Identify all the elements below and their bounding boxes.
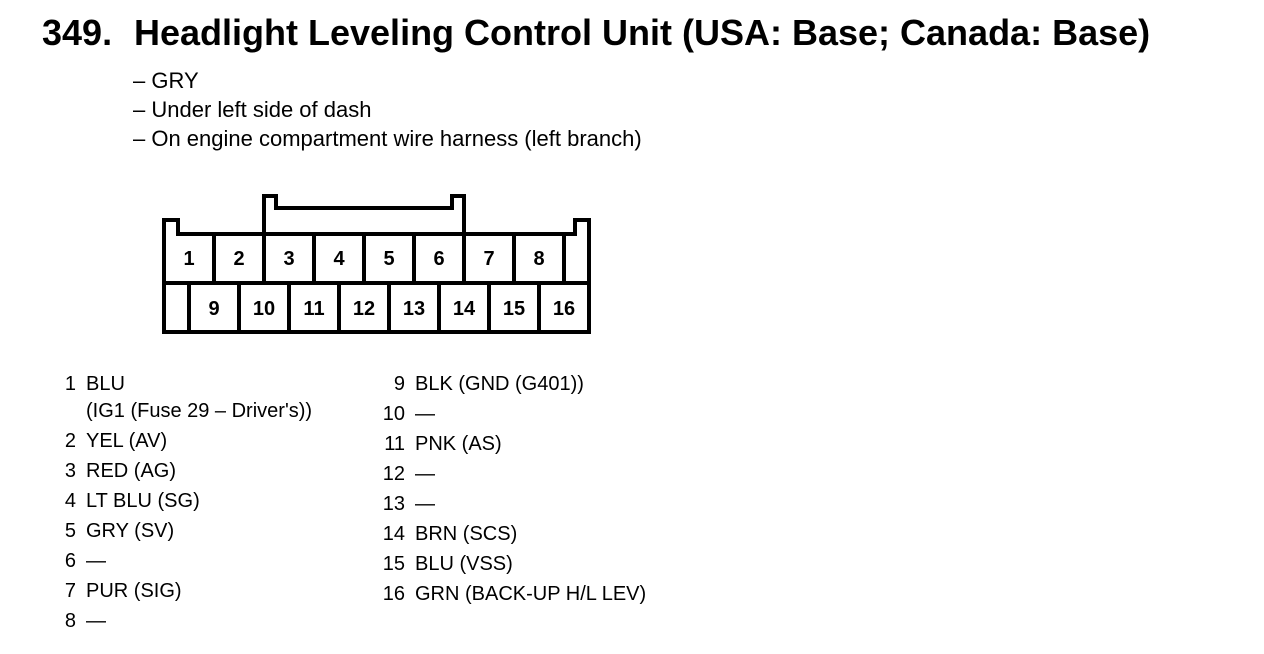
pin-label: 3: [283, 248, 294, 270]
pin-description: GRY (SV): [86, 520, 175, 542]
pin-description: PUR (SIG): [86, 580, 182, 602]
pin-number: 11: [384, 433, 405, 455]
pin-label: 13: [403, 298, 425, 320]
pin-label: 8: [533, 248, 544, 270]
pin-label: 10: [253, 298, 275, 320]
pin-number: 1: [64, 373, 76, 395]
pin-label: 12: [353, 298, 375, 320]
pin-number: 10: [382, 403, 405, 425]
pin-row: 1 BLU (IG1 (Fuse 29 – Driver's)): [65, 369, 312, 426]
pin-label: 16: [553, 298, 575, 320]
pin-label: 11: [303, 298, 324, 320]
pin-description: —: [86, 550, 106, 572]
pin-label: 7: [483, 248, 494, 270]
page-title: 349. Headlight Leveling Control Unit (USA…: [42, 12, 1150, 54]
pin-number: 12: [382, 463, 405, 485]
pin-label: 9: [208, 298, 219, 320]
pin-row: 15 BLU (VSS): [383, 549, 646, 579]
pin-row: 6—: [65, 546, 200, 576]
pin-row: 11 PNK (AS): [384, 429, 646, 459]
pin-row: 14 BRN (SCS): [383, 519, 646, 549]
pin-row: 4 LT BLU (SG): [65, 486, 200, 516]
pin-description: BLK (GND (G401)): [415, 373, 584, 395]
pin-description: RED (AG): [86, 460, 176, 482]
pin-number: 14: [382, 523, 405, 545]
pin-row: 7 PUR (SIG): [65, 576, 200, 606]
pin-description: —: [415, 403, 435, 425]
pin-description: GRN (BACK-UP H/L LEV): [415, 583, 647, 605]
pin-label: 15: [503, 298, 525, 320]
item-number: 349.: [42, 12, 113, 53]
pin-list-left: 1 BLU (IG1 (Fuse 29 – Driver's)) 2 YEL (AV) 3…: [65, 369, 312, 636]
pin-description: —: [415, 493, 435, 515]
pin-description: BLU (VSS): [415, 553, 513, 575]
pin-number: 6: [64, 550, 76, 572]
info-harness: – On engine compartment wire harness (le…: [133, 126, 642, 151]
connector-info: – GRY – Under left side of dash – On eng…: [133, 66, 642, 153]
pin-number: 9: [393, 373, 405, 395]
pin-number: 15: [382, 553, 405, 575]
pin-row: 5 GRY (SV): [65, 516, 200, 546]
pin-row: 9 BLK (GND (G401)): [394, 369, 646, 399]
pin-list-right: 9 BLK (GND (G401)) 10 — 11 PNK (AS) 12 — 13 — 14 BR…: [383, 369, 647, 609]
pin-label: 14: [453, 298, 476, 320]
pin-description: PNK (AS): [415, 433, 502, 455]
pin-number: 2: [64, 430, 76, 452]
pin-number: 16: [382, 583, 405, 605]
pin-label: 2: [233, 248, 244, 270]
pin-row: 10 —: [383, 399, 646, 429]
pin-description: BRN (SCS): [415, 523, 518, 545]
pin-number: 3: [64, 460, 76, 482]
info-location: – Under left side of dash: [133, 97, 372, 122]
locking-tab: [262, 194, 466, 234]
pin-row: 8—: [65, 606, 200, 636]
pin-description: BLU: [86, 373, 125, 395]
info-color: – GRY: [133, 68, 199, 93]
pin-row: 16 GRN (BACK-UP H/L LEV): [383, 579, 647, 609]
pin-label: 6: [433, 248, 444, 270]
pin-description: —: [86, 610, 106, 632]
title-text: Headlight Leveling Control Unit (USA: Ba…: [134, 12, 1151, 53]
pin-description: —: [415, 463, 435, 485]
pin-number: 4: [64, 490, 76, 512]
pin-row: 12 —: [383, 459, 646, 489]
pin-row: 2 YEL (AV): [65, 426, 200, 456]
pin-label: 1: [183, 248, 194, 270]
pin-label: 5: [383, 248, 394, 270]
pin-number: 7: [64, 580, 76, 602]
pin-row: 13 —: [383, 489, 646, 519]
pin-row: 3 RED (AG): [65, 456, 200, 486]
pin-number: 8: [64, 610, 76, 632]
pin-number: 13: [382, 493, 405, 515]
connector-housing: [162, 218, 591, 334]
pin-description: LT BLU (SG): [86, 490, 200, 512]
pin-description-detail: (IG1 (Fuse 29 – Driver's)): [86, 400, 313, 422]
pin-label: 4: [333, 248, 345, 270]
pin-description: YEL (AV): [86, 430, 168, 452]
pin-number: 5: [64, 520, 76, 542]
